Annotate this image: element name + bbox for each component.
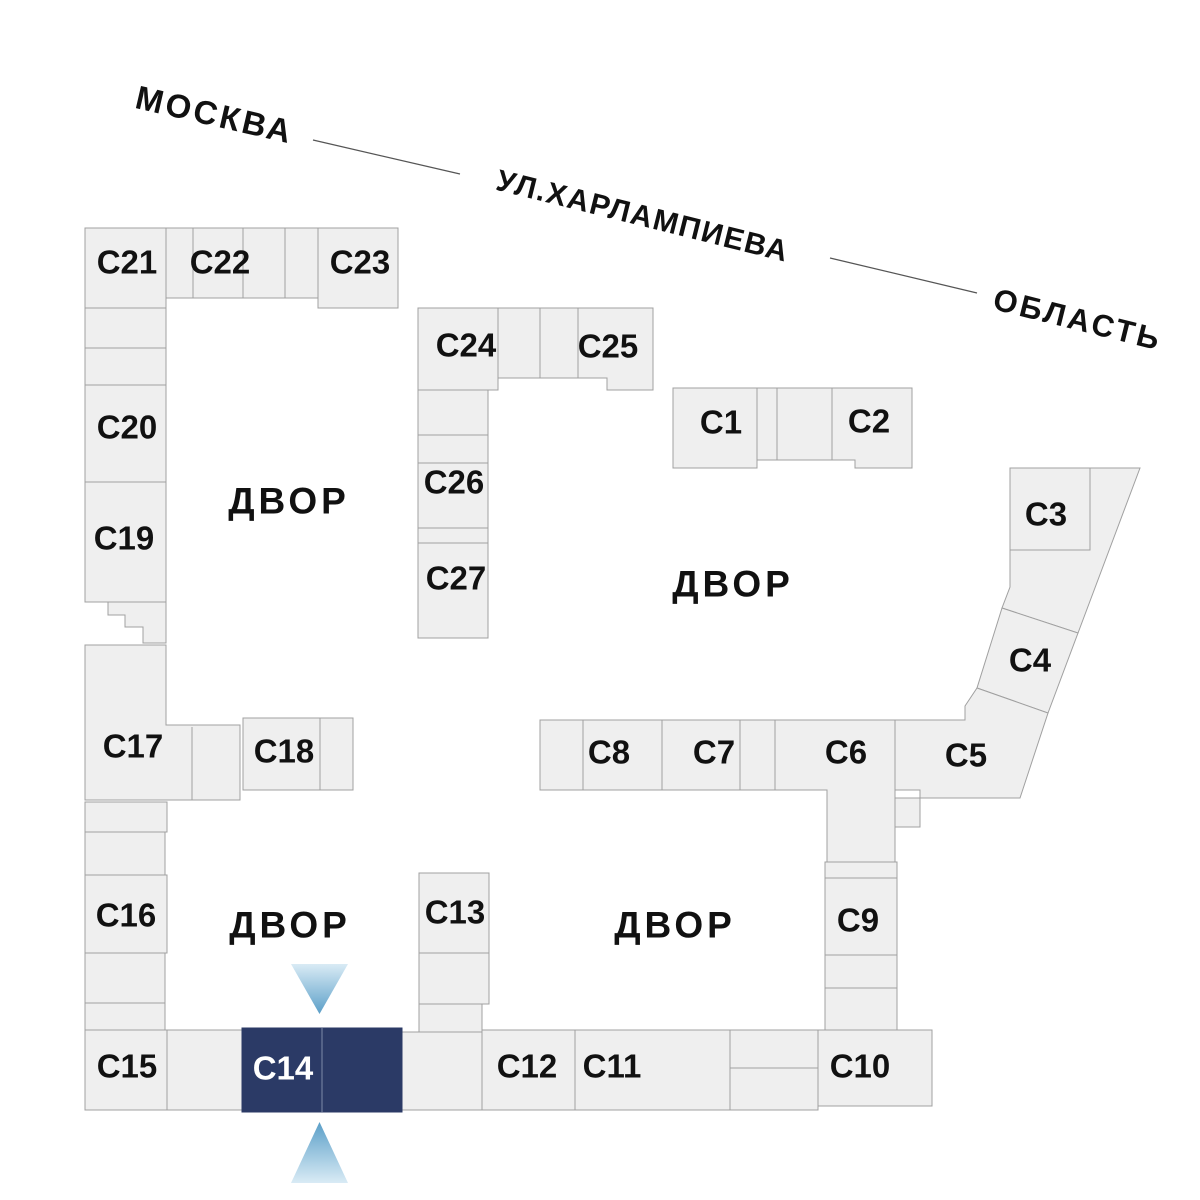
building-segment [497,307,541,379]
building-segment [242,227,286,299]
dividers-layer [191,718,818,1112]
building-c10[interactable] [817,1029,933,1107]
building-segment [776,387,833,461]
building-segment [824,861,898,879]
street-label-oblast: ОБЛАСТЬ [990,282,1166,358]
building-segment [284,227,319,299]
building-segment [166,1029,243,1111]
building-c19[interactable] [84,481,167,603]
building-segment [539,307,579,379]
building-c18[interactable] [242,717,354,791]
buildings-layer [84,227,1141,1113]
building-segment [84,952,166,1004]
building-c20[interactable] [84,384,167,483]
street-label-moscow: МОСКВА [132,78,297,150]
building-c6[interactable] [774,719,896,863]
building-c5[interactable] [894,687,1049,799]
building-segment [417,434,489,464]
building-segment [84,801,168,833]
building-c3[interactable] [1009,467,1091,551]
building-segment [824,987,898,1031]
building-c25[interactable] [577,307,654,391]
street-label-name: УЛ.ХАРЛАМПИЕВА [493,164,792,269]
building-segment [739,719,776,791]
building-c23[interactable] [317,227,399,309]
building-segment [84,831,166,876]
building-c7[interactable] [661,719,741,791]
building-c17[interactable] [84,644,241,801]
courtyard-labels-layer: ДВОР ДВОР ДВОР ДВОР [228,481,794,946]
building-segment [401,1031,483,1111]
building-c1[interactable] [672,387,758,469]
building-segment [539,719,584,791]
building-segment [418,952,490,1005]
building-c24[interactable] [417,307,499,391]
building-segment [84,1002,166,1031]
building-c2[interactable] [831,387,913,469]
building-c9[interactable] [824,877,898,956]
building-segment [165,227,194,299]
building-c15[interactable] [84,1029,168,1111]
building-c8[interactable] [582,719,663,791]
building-segment [84,347,167,386]
building-c12[interactable] [481,1029,576,1111]
street-line-right [829,257,978,294]
building-c21[interactable] [84,227,167,309]
building-c16[interactable] [84,874,168,954]
courtyard-label-3: ДВОР [229,905,351,946]
building-segment [756,387,778,461]
selection-arrows [291,964,348,1183]
building-segment [417,527,489,544]
building-segment [894,797,921,828]
building-c11[interactable] [574,1029,731,1111]
building-c27[interactable] [417,542,489,639]
building-c22[interactable] [192,227,244,299]
building-segment [417,389,489,436]
building-segment [418,1003,483,1033]
building-segment [84,307,167,349]
building-segment [107,601,167,644]
building-c26[interactable] [417,462,489,529]
building-c13[interactable] [418,872,490,954]
arrow-above-selected-icon [291,964,348,1014]
street-line-left [312,139,461,175]
building-segment [824,954,898,989]
building-segment [729,1029,819,1111]
arrow-below-selected-icon [291,1122,348,1183]
courtyard-label-2: ДВОР [672,564,794,605]
courtyard-label-1: ДВОР [228,481,350,522]
courtyard-label-4: ДВОР [614,905,736,946]
